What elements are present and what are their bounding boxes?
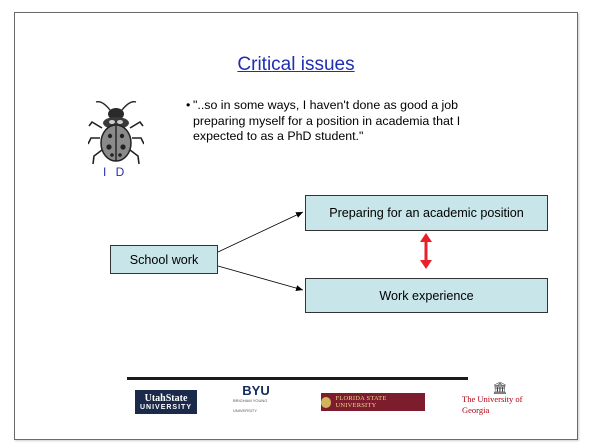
- preparing-box: Preparing for an academic position: [305, 195, 548, 231]
- fsu-seal-icon: [321, 396, 332, 408]
- quote-bullet: • "..so in some ways, I haven't done as …: [186, 98, 476, 145]
- work-experience-box: Work experience: [305, 278, 548, 313]
- usu-logo: UtahState UNIVERSITY: [135, 390, 197, 414]
- fsu-logo: FLORIDA STATE UNIVERSITY: [321, 393, 425, 411]
- fsu-logo-name: FLORIDA STATE UNIVERSITY: [335, 395, 387, 409]
- usu-logo-name: UtahState: [144, 392, 188, 404]
- byu-logo: BYU BRIGHAM YOUNG UNIVERSITY: [233, 384, 279, 413]
- beetle-icon: [87, 98, 145, 170]
- footer-rule: [127, 377, 468, 380]
- byu-logo-name: BYU: [242, 383, 270, 398]
- slide-title: Critical issues: [237, 54, 355, 75]
- bullet-dot: •: [186, 98, 191, 112]
- byu-logo-sub: BRIGHAM YOUNG UNIVERSITY: [233, 398, 268, 413]
- uga-logo-name: The University of Georgia: [462, 393, 523, 415]
- school-work-box: School work: [110, 245, 218, 274]
- uga-logo: 🏛 The University of Georgia: [462, 382, 538, 415]
- quote-text: "..so in some ways, I haven't done as go…: [193, 98, 461, 143]
- usu-logo-sub: UNIVERSITY: [139, 403, 192, 411]
- beetle-label: I D: [103, 165, 128, 179]
- arch-icon: 🏛: [492, 380, 508, 395]
